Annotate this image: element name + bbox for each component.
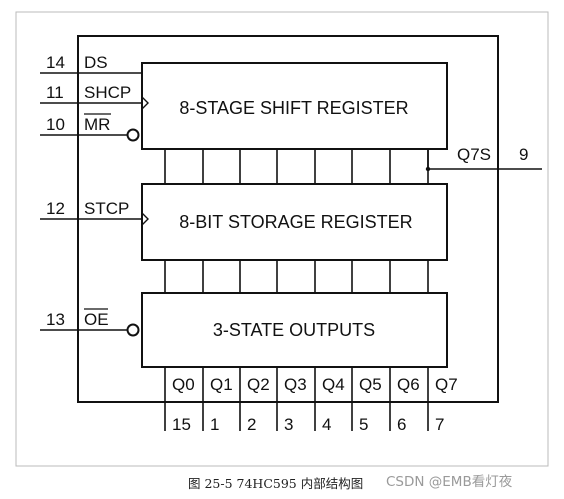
output-name-q2: Q2 [247, 375, 270, 394]
stcp-clock-marker [141, 212, 149, 226]
bus-storage-to-outputs [164, 260, 429, 293]
oe-pin-number: 13 [46, 310, 65, 329]
output-pin-lines [164, 367, 429, 431]
oe-inversion-bubble [126, 323, 140, 337]
mr-pin-number: 10 [46, 115, 65, 134]
output-name-q0: Q0 [172, 375, 195, 394]
q7s-pin-name: Q7S [457, 145, 491, 164]
figure-caption: 图 25-5 74HC595 内部结构图 [188, 476, 363, 491]
output-pin-number-q5: 5 [359, 415, 368, 434]
output-pin-number-q6: 6 [397, 415, 406, 434]
three-state-outputs-block [141, 292, 448, 368]
stcp-pin-number: 12 [46, 199, 65, 218]
output-pin-number-q4: 4 [322, 415, 331, 434]
shcp-pin-name: SHCP [84, 83, 131, 102]
output-name-q1: Q1 [210, 375, 233, 394]
shcp-pin-number: 11 [46, 83, 64, 102]
ds-pin-name: DS [84, 53, 108, 72]
shift-register-label: 8-STAGE SHIFT REGISTER [179, 98, 408, 118]
three-state-outputs-label: 3-STATE OUTPUTS [213, 320, 375, 340]
output-pin-number-q2: 2 [247, 415, 256, 434]
output-pin-number-q3: 3 [284, 415, 293, 434]
output-pin-number-q0: 15 [172, 415, 191, 434]
shcp-clock-marker [141, 96, 149, 110]
output-name-q5: Q5 [359, 375, 382, 394]
storage-register-block [141, 183, 448, 261]
output-name-q6: Q6 [397, 375, 420, 394]
output-pin-number-labels: 15 1 2 3 4 5 6 7 [172, 415, 444, 434]
bus-shift-to-storage [164, 149, 429, 184]
shift-register-block [141, 62, 448, 150]
figure-frame [15, 11, 549, 467]
output-pin-number-q7: 7 [435, 415, 444, 434]
storage-register-label: 8-BIT STORAGE REGISTER [179, 212, 412, 232]
output-name-q4: Q4 [322, 375, 345, 394]
stcp-pin-name: STCP [84, 199, 129, 218]
ds-pin-number: 14 [46, 53, 65, 72]
q7s-pin-number: 9 [519, 145, 528, 164]
mr-pin-name: MR [84, 115, 110, 134]
output-name-labels: Q0 Q1 Q2 Q3 Q4 Q5 Q6 Q7 [172, 375, 458, 394]
output-name-q7: Q7 [435, 375, 458, 394]
oe-pin-name: OE [84, 310, 109, 329]
output-name-q3: Q3 [284, 375, 307, 394]
output-pin-number-q1: 1 [210, 415, 219, 434]
mr-inversion-bubble [126, 128, 140, 142]
watermark: CSDN @EMB看灯夜 [386, 474, 513, 490]
